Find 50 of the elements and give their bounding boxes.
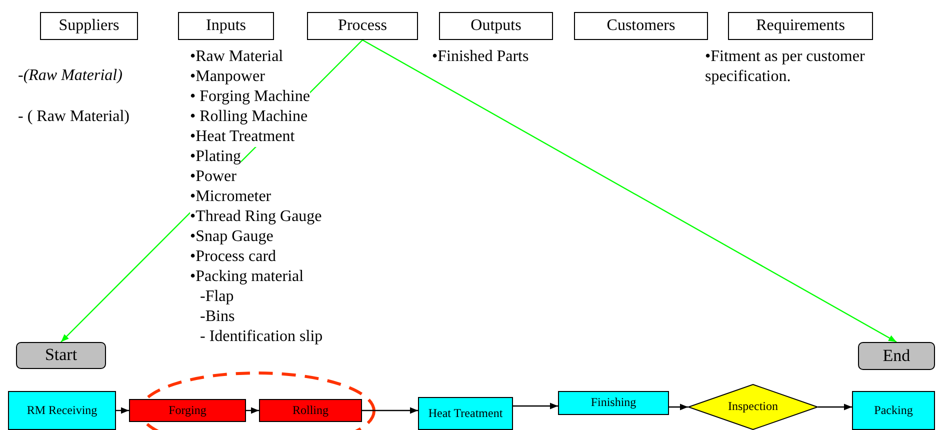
input-item: •Heat Treatment <box>190 127 295 147</box>
process-box <box>852 391 935 430</box>
node-label: Packing <box>874 404 913 418</box>
supplier-note: - ( Raw Material) <box>18 107 130 127</box>
header-box <box>574 12 708 40</box>
header-box <box>178 12 274 40</box>
input-item: •Micrometer <box>190 187 272 207</box>
node-label: Inspection <box>728 400 778 414</box>
node-label: RM Receiving <box>26 404 98 418</box>
node-label: Customers <box>606 17 676 35</box>
header-box <box>728 12 873 40</box>
process-box <box>129 399 246 422</box>
decision-diamond <box>688 384 818 430</box>
node-label: Inputs <box>206 17 246 35</box>
input-item: -Flap <box>200 287 234 307</box>
input-item: - Identification slip <box>200 327 323 347</box>
terminal-box <box>858 342 935 370</box>
node-label: Suppliers <box>58 17 120 35</box>
supplier-note: -(Raw Material) <box>18 66 122 86</box>
arrow <box>362 39 897 343</box>
arrow <box>116 407 129 414</box>
process-box <box>8 391 116 430</box>
arrow <box>246 407 259 414</box>
input-item: •Plating <box>190 147 241 167</box>
node-label: Start <box>44 346 78 365</box>
process-box <box>558 391 669 415</box>
header-box <box>40 12 138 40</box>
node-label: Process <box>338 17 387 35</box>
node-label: Heat Treatment <box>428 406 503 420</box>
input-item: • Rolling Machine <box>190 107 308 127</box>
arrow <box>818 404 852 410</box>
node-label: Finishing <box>590 396 636 410</box>
input-item: • Forging Machine <box>190 87 310 107</box>
arrow <box>669 404 688 410</box>
header-box <box>439 12 553 40</box>
process-box <box>259 399 362 422</box>
node-label: Rolling <box>292 404 328 418</box>
input-item: •Snap Gauge <box>190 227 274 247</box>
arrow <box>362 407 418 414</box>
header-box <box>307 12 418 40</box>
input-item: •Power <box>190 167 236 187</box>
input-item: •Thread Ring Gauge <box>190 207 322 227</box>
node-label: Forging <box>168 404 206 418</box>
terminal-box <box>16 342 106 369</box>
node-label: End <box>882 346 910 366</box>
node-label: Outputs <box>470 17 522 35</box>
node-label: Requirements <box>756 17 845 35</box>
process-box <box>418 397 513 430</box>
input-item: •Packing material <box>190 267 304 287</box>
arrow <box>513 402 558 410</box>
